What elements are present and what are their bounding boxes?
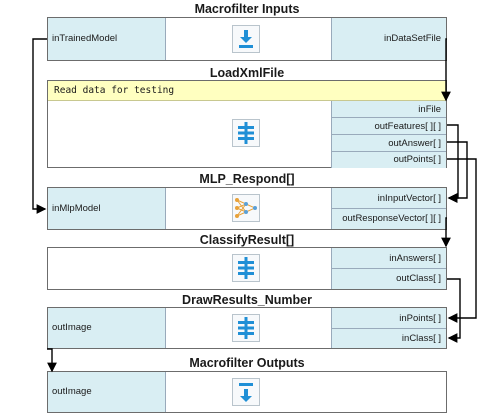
macro-outputs-title: Macrofilter Outputs: [189, 356, 305, 370]
port-in-points[interactable]: inPoints[ ]: [331, 308, 446, 329]
draw-block[interactable]: outImage inPoints[ ] inClass[ ]: [47, 307, 447, 349]
port-out-answer[interactable]: outAnswer[ ]: [331, 135, 446, 152]
port-in-trained-model[interactable]: inTrainedModel: [48, 18, 166, 60]
download-icon: [232, 25, 260, 53]
list-icon: [232, 314, 260, 342]
port-out-points[interactable]: outPoints[ ]: [331, 152, 446, 168]
mlp-block[interactable]: inMlpModel inInputVector[ ] outResponseV…: [47, 187, 447, 230]
neural-network-icon: [232, 194, 260, 222]
port-in-input-vector[interactable]: inInputVector[ ]: [331, 188, 446, 209]
wire-points-to-draw: [447, 158, 477, 323]
port-in-answers[interactable]: inAnswers[ ]: [331, 248, 446, 269]
mlp-title: MLP_Respond[]: [199, 172, 295, 186]
port-out-class[interactable]: outClass[ ]: [331, 269, 446, 289]
load-xml-title: LoadXmlFile: [209, 66, 285, 80]
macro-inputs-block[interactable]: inTrainedModel inDataSetFile: [47, 17, 447, 61]
list-icon: [232, 119, 260, 147]
port-out-image-draw[interactable]: outImage: [48, 308, 166, 348]
wire-features-to-input: [447, 124, 459, 203]
port-in-file[interactable]: inFile: [331, 101, 446, 118]
list-icon: [232, 254, 260, 282]
port-in-dataset-file[interactable]: inDataSetFile: [331, 18, 446, 60]
port-out-features[interactable]: outFeatures[ ][ ]: [331, 118, 446, 135]
wire-answer-to-classify: [447, 141, 468, 203]
load-xml-block[interactable]: Read data for testing inFile outFeatures…: [47, 80, 447, 168]
port-in-class[interactable]: inClass[ ]: [331, 329, 446, 348]
comment-note: Read data for testing: [48, 81, 446, 101]
macro-outputs-block[interactable]: outImage: [47, 371, 447, 413]
classify-block[interactable]: inAnswers[ ] outClass[ ]: [47, 247, 447, 290]
draw-title: DrawResults_Number: [182, 293, 312, 307]
wire-class-to-draw: [447, 278, 461, 343]
port-out-image-output[interactable]: outImage: [48, 372, 166, 412]
classify-title: ClassifyResult[]: [199, 233, 295, 247]
upload-icon: [232, 378, 260, 406]
macro-inputs-title: Macrofilter Inputs: [194, 2, 300, 16]
port-in-mlp-model[interactable]: inMlpModel: [48, 188, 166, 229]
port-out-response-vector[interactable]: outResponseVector[ ][ ]: [331, 209, 446, 229]
wire-model-to-mlp: [32, 38, 47, 214]
